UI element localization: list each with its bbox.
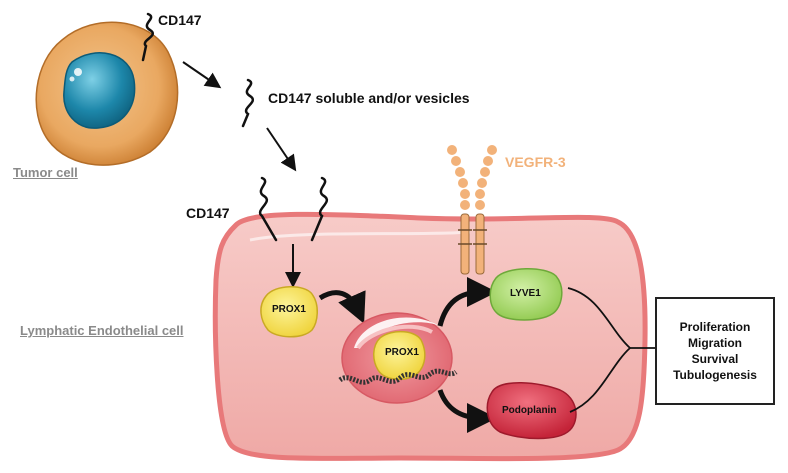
cd147-receptor-right <box>310 176 329 242</box>
label-vegfr3: VEGFR-3 <box>505 154 566 170</box>
tumor-cell <box>35 21 179 166</box>
outcome-survival: Survival <box>691 352 739 366</box>
arrow-nucleus-to-podoplanin <box>437 389 497 433</box>
arrow-tumor-to-soluble <box>182 61 222 89</box>
arrow-soluble-to-cell <box>266 127 297 172</box>
label-tumor-cell: Tumor cell <box>13 165 78 180</box>
podoplanin-shape <box>486 382 577 440</box>
outcomes-box: Proliferation Migration Survival Tubulog… <box>655 297 775 405</box>
cd147-receptor-left <box>258 176 278 242</box>
label-prox1-nuclear: PROX1 <box>385 347 419 358</box>
label-lymphatic-endothelial-cell: Lymphatic Endothelial cell <box>20 323 184 338</box>
outcome-tubulogenesis: Tubulogenesis <box>673 368 757 382</box>
label-cd147-left: CD147 <box>186 205 230 221</box>
label-prox1-cytoplasmic: PROX1 <box>272 304 306 315</box>
vegfr3-receptor <box>447 145 497 275</box>
arrow-nucleus-to-lyve1 <box>437 277 497 327</box>
cd147-squiggle-tumor <box>141 12 154 62</box>
arrow-prox1-to-nucleus <box>318 290 366 324</box>
dna-strand <box>338 368 458 385</box>
outcome-proliferation: Proliferation <box>679 320 751 334</box>
prox1-cytoplasmic-shape <box>260 286 318 338</box>
label-cd147-soluble: CD147 soluble and/or vesicles <box>268 90 470 106</box>
outcome-migration: Migration <box>688 336 742 350</box>
label-cd147-top: CD147 <box>158 12 202 28</box>
label-podoplanin: Podoplanin <box>502 405 557 416</box>
label-lyve1: LYVE1 <box>510 288 541 299</box>
cd147-squiggle-soluble <box>241 78 255 128</box>
lyve1-shape <box>489 268 563 321</box>
